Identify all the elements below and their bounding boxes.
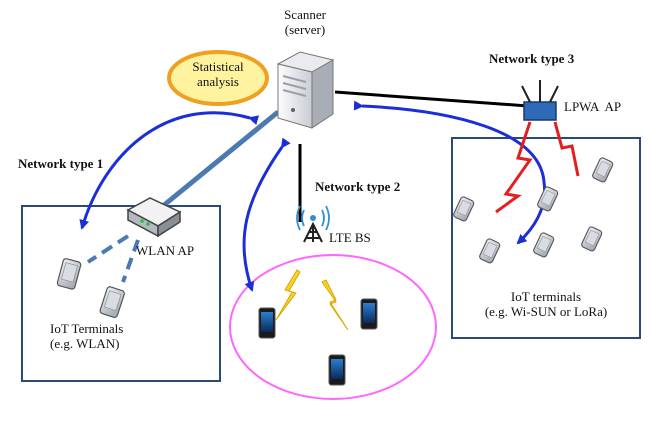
wlan-dashed-link-2 — [121, 239, 140, 283]
phone-icon — [258, 307, 276, 339]
server-icon — [276, 51, 335, 129]
network1-terminals-line2: (e.g. WLAN) — [50, 335, 120, 351]
wlan-dashed-link-1 — [86, 234, 130, 264]
wlan-ap-label: WLAN AP — [136, 243, 195, 258]
lpwa-ap-label: LPWA AP — [564, 99, 622, 114]
lightning-icon — [553, 121, 580, 177]
network1-terminals-label: IoT Terminals (e.g. WLAN) — [50, 321, 124, 352]
network2-ellipse — [229, 254, 437, 400]
network3-title: Network type 3 — [489, 51, 575, 66]
network2-title: Network type 2 — [315, 179, 401, 194]
lpwa-ap-icon — [521, 80, 559, 121]
scan-arrow-network3 — [353, 100, 547, 245]
network1-terminals-line1: IoT Terminals — [50, 321, 124, 336]
lightning-icon — [495, 121, 533, 214]
stats-bubble-line1: Statistical — [192, 59, 244, 74]
stats-bubble — [167, 50, 269, 106]
phone-icon — [328, 354, 346, 386]
scan-arrow-network2 — [242, 137, 291, 292]
phone-icon — [56, 258, 82, 290]
wlan-router-icon — [126, 197, 182, 238]
phone-icon — [453, 196, 475, 222]
server-lpwa-link — [334, 90, 529, 108]
network1-title: Network type 1 — [18, 156, 104, 171]
network3-terminals-label: IoT terminals (e.g. Wi-SUN or LoRa) — [452, 289, 640, 320]
phone-icon — [99, 286, 125, 319]
phone-icon — [479, 238, 501, 264]
lte-bs-label: LTE BS — [329, 230, 371, 245]
stats-bubble-line2: analysis — [197, 73, 239, 89]
lte-tower-icon — [296, 205, 330, 243]
server-label-line2: (server) — [284, 21, 326, 37]
lightning-icon — [321, 279, 349, 331]
network3-terminals-line2: (e.g. Wi-SUN or LoRa) — [484, 303, 608, 319]
phone-icon — [592, 157, 614, 183]
phone-icon — [360, 298, 378, 330]
server-label: Scanner (server) — [270, 7, 340, 38]
lightning-icon — [275, 269, 301, 321]
phone-icon — [581, 226, 603, 252]
server-label-line1: Scanner — [284, 7, 326, 22]
stats-bubble-text: Statistical analysis — [174, 59, 262, 90]
network3-terminals-line1: IoT terminals — [510, 289, 582, 304]
phone-icon — [533, 232, 555, 258]
server-wlan-link — [156, 110, 280, 212]
scan-arrow-network1 — [79, 111, 260, 230]
phone-icon — [537, 186, 559, 212]
